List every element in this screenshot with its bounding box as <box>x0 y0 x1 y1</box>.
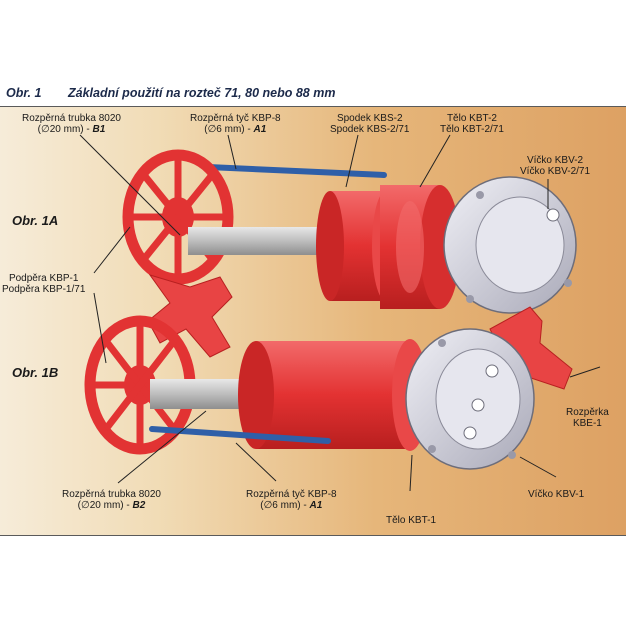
section-label-1b: Obr. 1B <box>12 365 59 380</box>
assembly-1b <box>84 315 535 470</box>
caption-number: Obr. 1 <box>6 86 42 100</box>
rod-a1-top <box>205 164 387 178</box>
label-body-kbt2: Tělo KBT-2 Tělo KBT-2/71 <box>440 113 504 135</box>
label-rod-a1-top: Rozpěrná tyč KBP-8 (∅6 mm) - A1 <box>190 113 281 135</box>
figure-caption: Obr. 1 Základní použití na rozteč 71, 80 … <box>6 86 335 100</box>
spacer-kbe1-top <box>147 274 233 358</box>
figure-panel: Obr. 1A Obr. 1B Rozpěrná trubka 8020 (∅2… <box>0 106 626 536</box>
label-body-kbt1: Tělo KBT-1 <box>386 515 437 526</box>
label-spacer-kbe1: Rozpěrka KBE-1 <box>566 407 609 429</box>
assembly-drawing <box>79 134 601 492</box>
lid-kbv2 <box>443 176 577 314</box>
label-tube-b2: Rozpěrná trubka 8020 (∅20 mm) - B2 <box>62 489 161 511</box>
section-label-1a: Obr. 1A <box>12 213 59 228</box>
label-lid-kbv1: Víčko KBV-1 <box>528 489 585 500</box>
label-support-kbp1: Podpěra KBP-1 Podpěra KBP-1/71 <box>2 273 86 295</box>
label-lid-kbv2: Víčko KBV-2 Víčko KBV-2/71 <box>520 155 591 177</box>
assembly-1a <box>122 149 577 314</box>
label-tube-b1: Rozpěrná trubka 8020 (∅20 mm) - B1 <box>22 113 121 135</box>
lid-kbv1 <box>405 328 535 470</box>
label-base-kbs2: Spodek KBS-2 Spodek KBS-2/71 <box>330 113 410 135</box>
tube-b1 <box>188 227 334 255</box>
support-kbp1-top <box>122 149 234 285</box>
caption-title: Základní použití na rozteč 71, 80 nebo 8… <box>68 86 336 100</box>
leader-lines <box>79 134 601 492</box>
label-rod-a1-bottom: Rozpěrná tyč KBP-8 (∅6 mm) - A1 <box>246 489 337 511</box>
